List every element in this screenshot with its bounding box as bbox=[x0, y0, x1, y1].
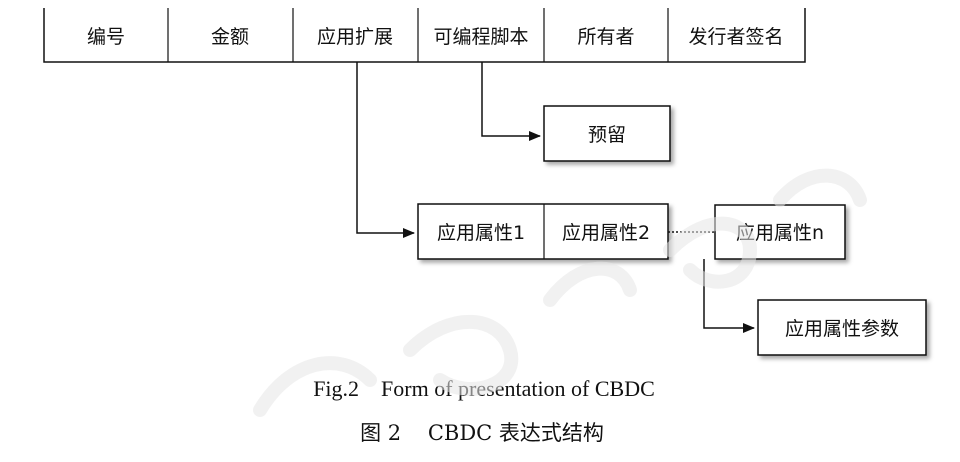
attribute-2-label: 应用属性2 bbox=[562, 222, 650, 244]
attribute-params-label: 应用属性参数 bbox=[785, 318, 899, 340]
field-app-extension: 应用扩展 bbox=[317, 26, 393, 48]
reserved-box-frame bbox=[543, 105, 671, 162]
connector-extension-to-attributes bbox=[356, 62, 415, 238]
field-id: 编号 bbox=[87, 26, 125, 48]
attribute-chain: 应用属性1 应用属性2 bbox=[417, 203, 669, 260]
reserved-box: 预留 bbox=[543, 105, 671, 162]
connector-script-to-reserved bbox=[481, 62, 541, 141]
field-amount: 金额 bbox=[211, 26, 249, 48]
reserved-label: 预留 bbox=[588, 124, 626, 146]
attribute-params-box: 应用属性参数 bbox=[757, 299, 927, 356]
attribute-params-frame bbox=[757, 299, 927, 356]
field-programmable-script: 可编程脚本 bbox=[433, 26, 528, 48]
figure-caption-chinese: 图 2 CBDC 表达式结构 bbox=[360, 421, 604, 445]
top-record-table: 编号 金额 应用扩展 可编程脚本 所有者 发行者签名 bbox=[43, 8, 806, 63]
attribute-1-label: 应用属性1 bbox=[437, 222, 525, 244]
field-issuer-signature: 发行者签名 bbox=[688, 26, 783, 48]
figure-caption-english: Fig.2 Form of presentation of CBDC bbox=[313, 376, 655, 401]
attribute-n-label: 应用属性n bbox=[736, 222, 824, 244]
connector-attribute-to-params bbox=[703, 259, 755, 333]
field-owner: 所有者 bbox=[577, 26, 634, 48]
attribute-n-box: 应用属性n bbox=[714, 204, 846, 260]
top-record-outline bbox=[43, 8, 806, 63]
